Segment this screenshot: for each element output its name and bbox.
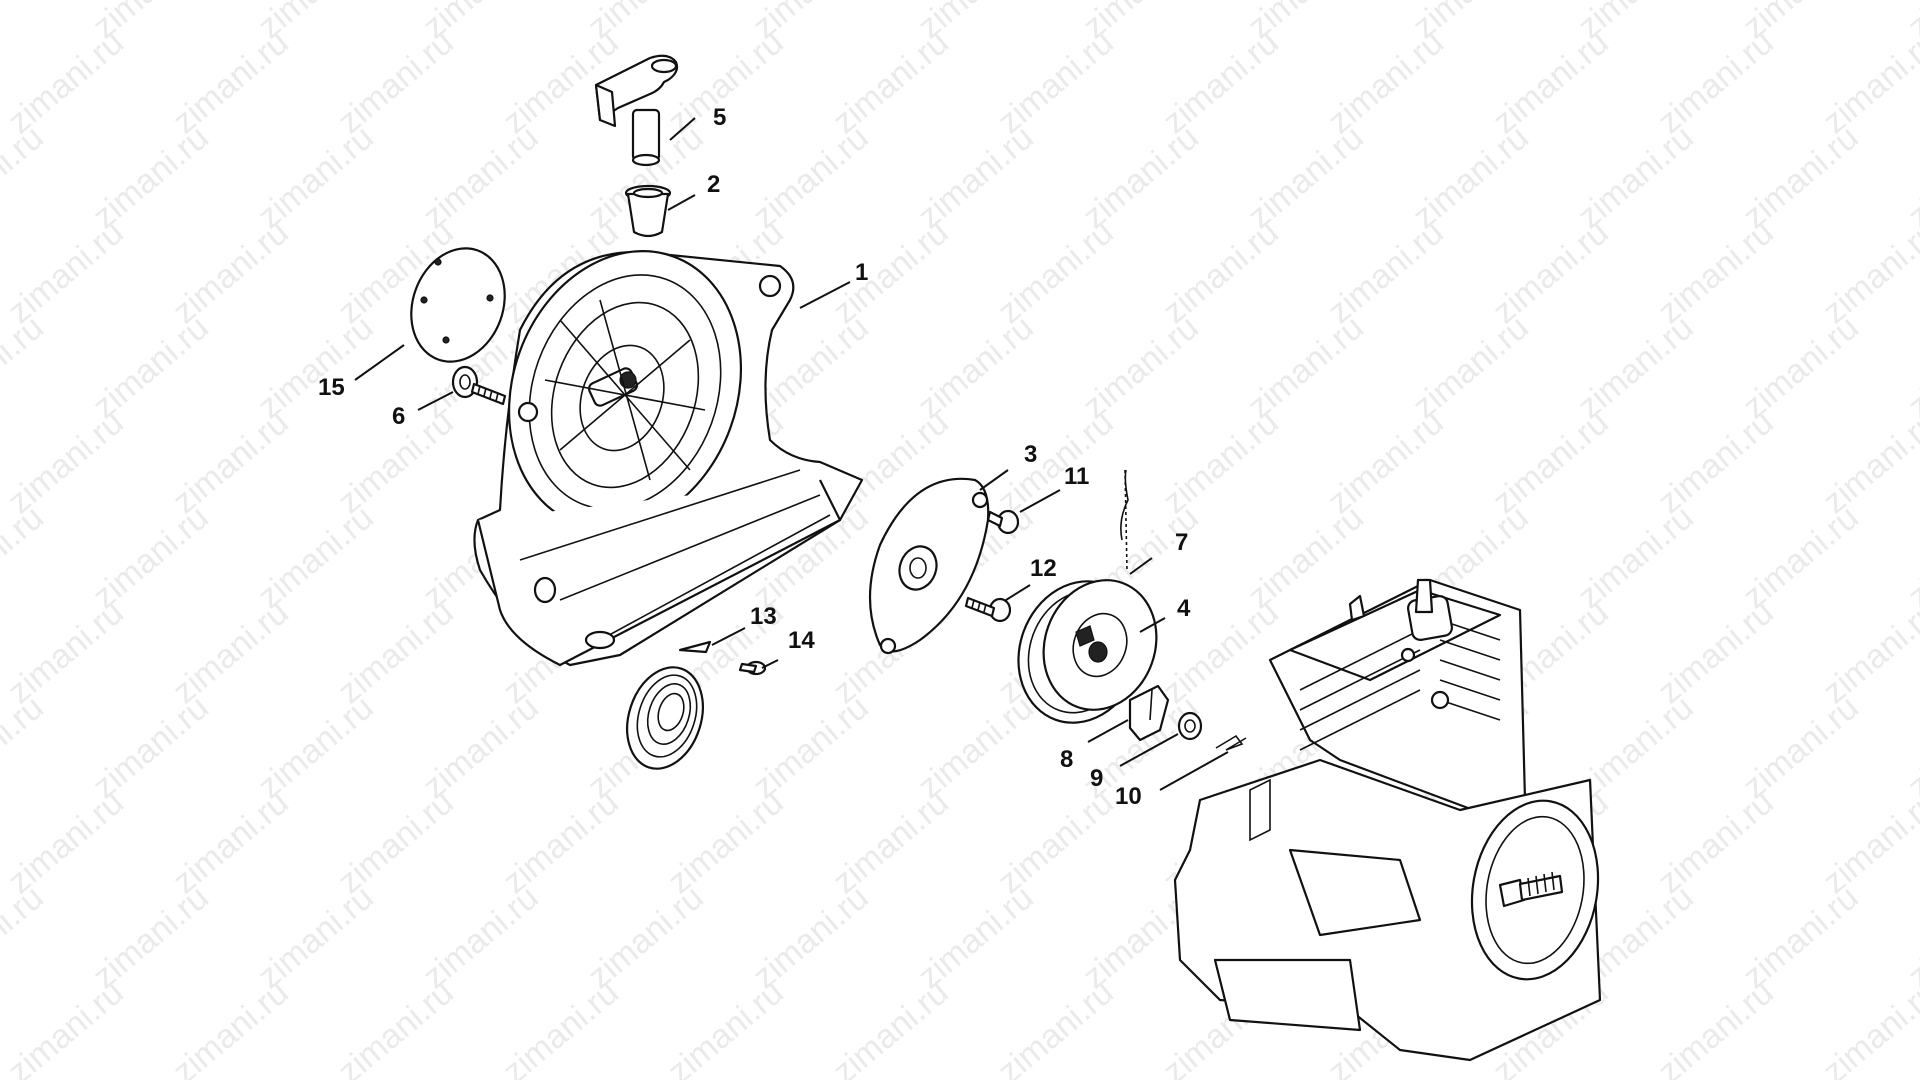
callout-10: 10 (1115, 783, 1142, 810)
leader-12 (1005, 584, 1031, 601)
callout-3: 3 (1024, 441, 1037, 468)
starter-rope (1120, 469, 1129, 571)
watermark-text: zimani.ru (1651, 973, 1781, 1080)
leader-14 (761, 659, 779, 669)
callout-8: 8 (1060, 746, 1073, 773)
watermark-text: zimani.ru (1816, 403, 1920, 521)
watermark-text: zimani.ru (1816, 973, 1920, 1080)
rope-guide-bush (624, 184, 672, 238)
callout-2: 2 (707, 171, 720, 198)
watermark-text: zimani.ru (1816, 783, 1920, 901)
watermark-text: zimani.ru (0, 308, 51, 426)
watermark-text: zimani.ru (0, 688, 51, 806)
leader-8 (1087, 719, 1129, 743)
callout-9: 9 (1090, 765, 1103, 792)
watermark-text: zimani.ru (991, 973, 1121, 1080)
callout-5: 5 (713, 104, 726, 131)
callout-labels: 5 2 1 15 6 3 11 7 12 4 13 14 8 9 10 (318, 104, 1191, 810)
callout-11: 11 (1064, 463, 1089, 490)
callout-7: 7 (1175, 529, 1188, 556)
watermark-text: zimani.ru (496, 973, 626, 1080)
watermark-text: zimani.ru (661, 973, 791, 1080)
leader-7 (1129, 557, 1153, 575)
leader-2 (667, 194, 696, 211)
leader-1 (799, 281, 851, 309)
screw-12 (964, 596, 1012, 623)
leader-4 (1139, 617, 1166, 633)
callout-1: 1 (855, 259, 868, 286)
rope-rotor (1017, 579, 1158, 724)
screw-14 (738, 660, 767, 676)
starter-handle (594, 54, 679, 167)
watermark-text: zimani.ru (1, 973, 131, 1080)
spring-clip (1215, 734, 1247, 751)
leader-3 (979, 469, 1009, 491)
watermark-text: zimani.ru (1816, 213, 1920, 331)
rewind-spring (626, 640, 712, 770)
leader-15 (354, 344, 405, 381)
leader-6 (417, 391, 454, 411)
watermark-text: zimani.ru (0, 118, 51, 236)
watermark-text: zimani.ru (166, 973, 296, 1080)
callout-6: 6 (392, 403, 405, 430)
callout-14: 14 (788, 627, 815, 654)
watermark-text: zimani.ru (0, 498, 51, 616)
watermark-text: zimani.ru (0, 0, 51, 46)
fan-housing (473, 250, 864, 667)
leader-9 (1119, 733, 1179, 767)
engine-crankcase (1173, 578, 1602, 1062)
leader-11 (1019, 489, 1061, 513)
cover-disc (410, 247, 506, 363)
leader-13 (711, 627, 746, 646)
screw-6 (451, 365, 507, 406)
pawl (1128, 684, 1170, 742)
leader-lines (354, 117, 1229, 791)
leader-5 (669, 117, 696, 141)
callout-12: 12 (1030, 555, 1057, 582)
leader-10 (1159, 751, 1229, 791)
watermark-text: zimani.ru (331, 973, 461, 1080)
watermark-text: zimani.ru (1816, 23, 1920, 141)
watermark-text: zimani.ru (0, 878, 51, 996)
callout-4: 4 (1177, 595, 1191, 622)
callout-15: 15 (318, 374, 345, 401)
screw-11 (986, 509, 1020, 535)
watermark-text: zimani.ru (826, 973, 956, 1080)
watermark-text: zimani.ru (1816, 593, 1920, 711)
callout-13: 13 (750, 603, 777, 630)
spring-cover (868, 477, 990, 655)
washer (1177, 711, 1203, 741)
